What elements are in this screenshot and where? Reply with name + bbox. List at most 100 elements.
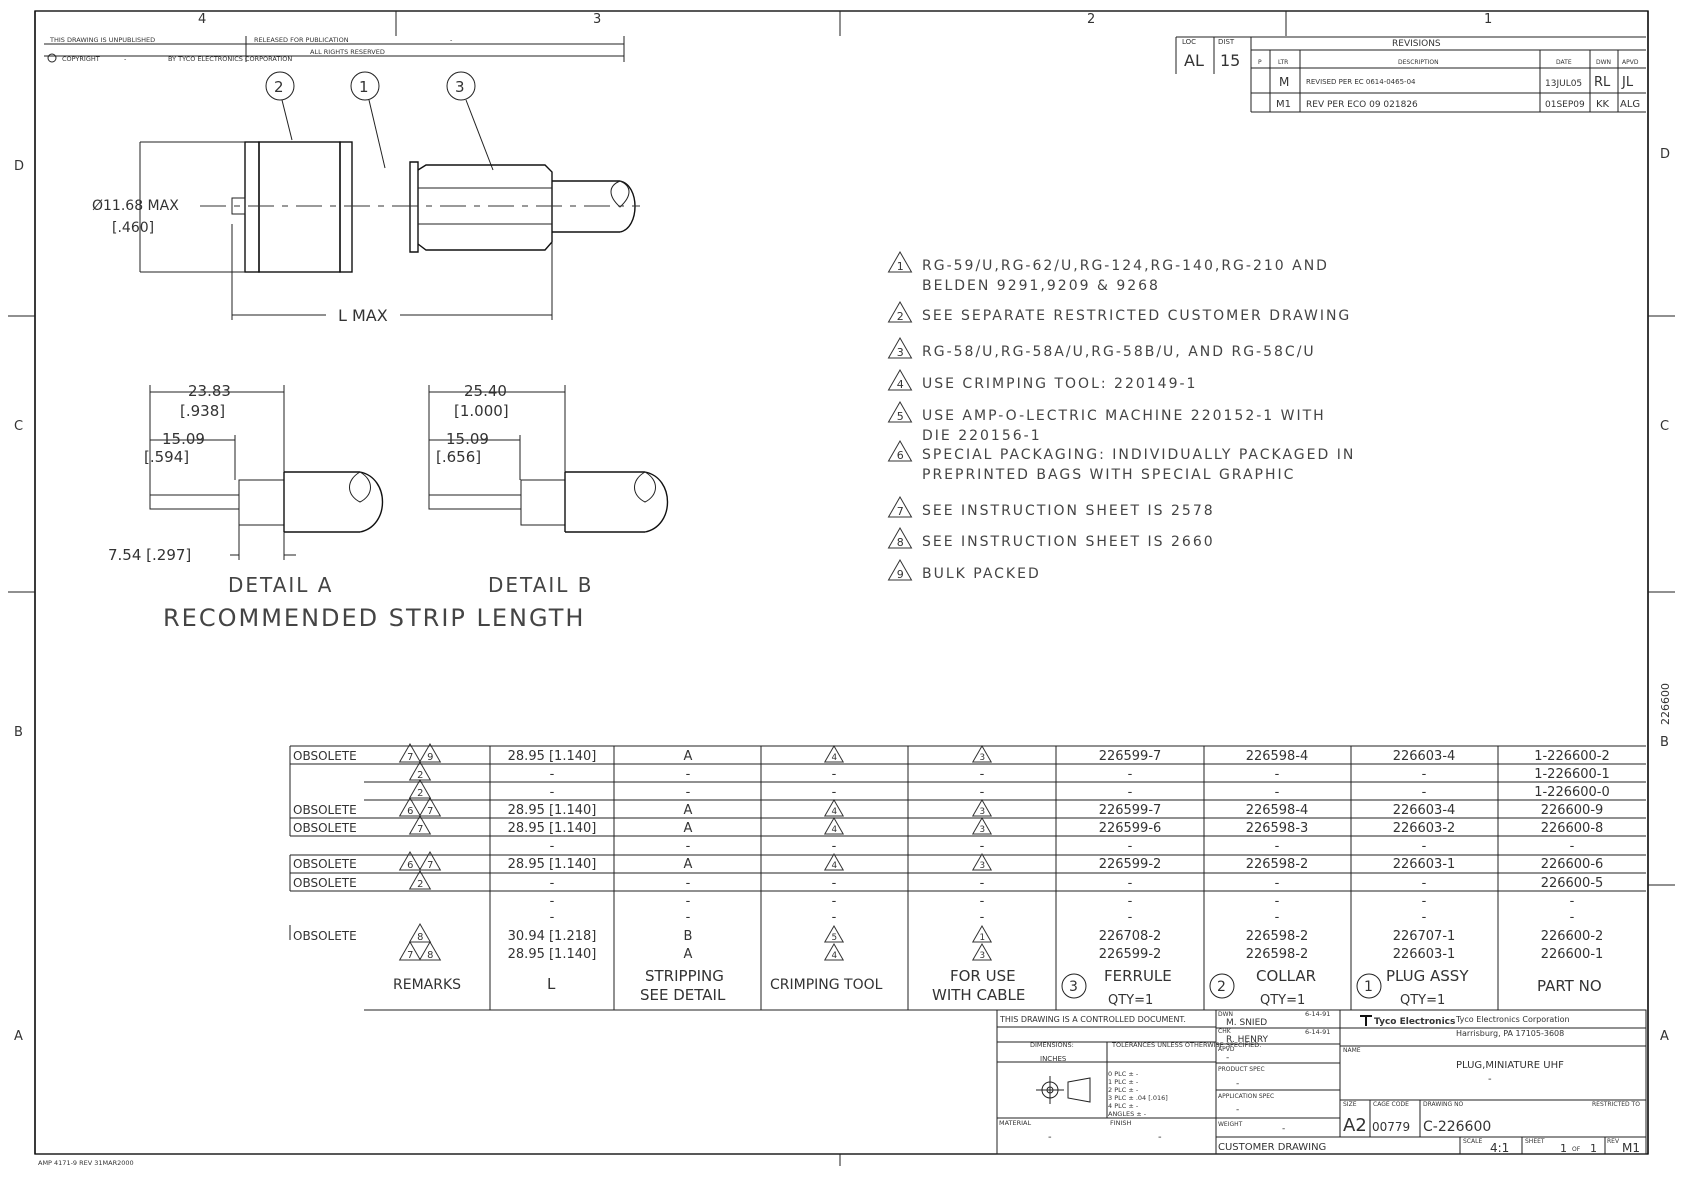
cell-ferrule: -: [1128, 785, 1133, 800]
note-4-flag-number: 4: [897, 378, 904, 391]
app-spec-value: -: [1236, 1105, 1239, 1115]
sheet-border: [8, 10, 1675, 1166]
cell-crimp-flag-number: 5: [831, 933, 837, 943]
row-note-flag-number: 8: [417, 932, 423, 943]
note-1-line-1: RG-59/U,RG-62/U,RG-124,RG-140,RG-210 AND: [922, 258, 1329, 274]
row-note-flag: 7: [398, 742, 422, 763]
parts-table: REMARKS L STRIPPING SEE DETAIL CRIMPING …: [289, 742, 1646, 1011]
table-row: --------: [550, 894, 1575, 909]
cell-strip: A: [684, 803, 693, 818]
cell-strip: B: [684, 929, 693, 944]
cell-cable: -: [980, 894, 985, 909]
header-for-use: FOR USE: [950, 967, 1016, 985]
row-note-flag: 9: [418, 742, 442, 763]
cell-plug: 226603-4: [1393, 749, 1456, 764]
row-note-flag: 2: [408, 778, 432, 799]
tol-row-1: 1 PLC ± -: [1108, 1078, 1139, 1086]
header-plug-assy: PLUG ASSY: [1386, 967, 1469, 985]
company-logo-text: Tyco Electronics: [1374, 1017, 1455, 1027]
row-remark: OBSOLETE: [293, 749, 357, 763]
zone-side-a-right: A: [1660, 1029, 1669, 1044]
note-6-flag-number: 6: [897, 449, 904, 462]
header-with-cable: WITH CABLE: [932, 986, 1025, 1004]
callout-2-label: 2: [274, 78, 284, 96]
tol-row-3: 3 PLC ± .04 [.016]: [1108, 1094, 1168, 1102]
apvd-label: APVD: [1218, 1046, 1235, 1053]
row-note-flag: 7: [418, 850, 442, 871]
note-1-line-2: BELDEN 9291,9209 & 9268: [922, 278, 1160, 294]
tol-row-5: ANGLES ± -: [1108, 1110, 1147, 1118]
note-7-flag: 7: [887, 495, 913, 518]
cell-strip: A: [684, 821, 693, 836]
cell-crimp: -: [832, 910, 837, 925]
weight-label: WEIGHT: [1218, 1121, 1243, 1128]
cell-cable-flag: 3: [971, 852, 993, 871]
cell-part: 226600-9: [1541, 803, 1604, 818]
cell-l: -: [550, 876, 555, 891]
weight-value: -: [1282, 1124, 1285, 1134]
header-plug-qty: QTY=1: [1400, 993, 1445, 1008]
detail-b: 25.40 [1.000] 15.09 [.656] DETAIL B: [428, 382, 669, 597]
cell-cable-flag-number: 3: [979, 807, 985, 817]
cell-l: 28.95 [1.140]: [508, 821, 597, 836]
cell-collar: -: [1275, 894, 1280, 909]
copyright-by: BY TYCO ELECTRONICS CORPORATION: [168, 55, 292, 63]
tyco-logo: [1360, 1015, 1372, 1026]
row-note-flag-number: 9: [427, 752, 433, 763]
cell-ferrule: 226599-7: [1099, 803, 1162, 818]
customer-drawing: CUSTOMER DRAWING: [1218, 1142, 1326, 1153]
cell-collar: -: [1275, 839, 1280, 854]
note-3-line-1: RG-58/U,RG-58A/U,RG-58B/U, AND RG-58C/U: [922, 344, 1316, 360]
rev-row-2-desc: REV PER ECO 09 021826: [1306, 100, 1418, 110]
note-8-flag: 8: [887, 526, 913, 549]
zone-side-c-left: C: [14, 419, 23, 434]
cell-cable-flag: 3: [971, 816, 993, 835]
cell-strip: -: [686, 894, 691, 909]
cell-crimp-flag: 4: [823, 942, 845, 961]
cell-ferrule: 226599-7: [1099, 749, 1162, 764]
cell-ferrule: -: [1128, 767, 1133, 782]
detail-b-total-inch: [1.000]: [454, 402, 509, 420]
cell-cable-flag-number: 3: [979, 861, 985, 871]
cell-crimp-flag-number: 4: [831, 951, 837, 961]
note-6-line-2: PREPRINTED BAGS WITH SPECIAL GRAPHIC: [922, 467, 1295, 483]
row-note-flag-number: 7: [427, 860, 433, 871]
app-spec-label: APPLICATION SPEC: [1218, 1093, 1274, 1100]
cell-crimp-flag-number: 4: [831, 807, 837, 817]
note-5-flag-number: 5: [897, 410, 904, 423]
cell-plug: -: [1422, 839, 1427, 854]
header-ferrule-item-balloon: [1061, 973, 1087, 999]
cell-collar: 226598-4: [1246, 803, 1309, 818]
rev-row-2-dwn: KK: [1596, 99, 1610, 110]
diameter-dim: Ø11.68 MAX: [92, 198, 179, 214]
note-4-line-1: USE CRIMPING TOOL: 220149-1: [922, 376, 1197, 392]
zone-side-c-right: C: [1660, 419, 1669, 434]
detail-b-mid-inch: [.656]: [436, 448, 481, 466]
row-remark: OBSOLETE: [293, 821, 357, 835]
rev-row-1-ltr: M: [1279, 75, 1289, 89]
cell-cable-flag: 3: [971, 798, 993, 817]
table-row: --------: [550, 839, 1575, 854]
revisions-block: LOC AL DIST 15 REVISIONS P LTR DESCRIPTI…: [1175, 36, 1646, 113]
cell-ferrule: 226599-2: [1099, 857, 1162, 872]
rev-row-1-dwn: RL: [1594, 75, 1611, 90]
restricted-label: RESTRICTED TO: [1592, 1101, 1640, 1108]
cell-crimp-flag-number: 4: [831, 861, 837, 871]
note-9-flag: 9: [887, 558, 913, 581]
cell-plug: 226707-1: [1393, 929, 1456, 944]
callout-1-label: 1: [359, 78, 369, 96]
zone-side-b-right: B: [1660, 735, 1669, 750]
cell-part: -: [1570, 894, 1575, 909]
note-1-flag: 1: [887, 250, 913, 273]
loc-label: LOC: [1182, 38, 1196, 46]
cell-cable: -: [980, 910, 985, 925]
dimensions-label: DIMENSIONS:: [1030, 1041, 1074, 1049]
row-note-flag: 7: [408, 814, 432, 835]
material-label: MATERIAL: [999, 1119, 1032, 1127]
sheet-of: OF: [1572, 1146, 1581, 1153]
cell-strip: A: [684, 857, 693, 872]
cell-part: 226600-6: [1541, 857, 1604, 872]
released-text: RELEASED FOR PUBLICATION: [254, 36, 349, 44]
chk-label: CHK: [1218, 1028, 1232, 1035]
